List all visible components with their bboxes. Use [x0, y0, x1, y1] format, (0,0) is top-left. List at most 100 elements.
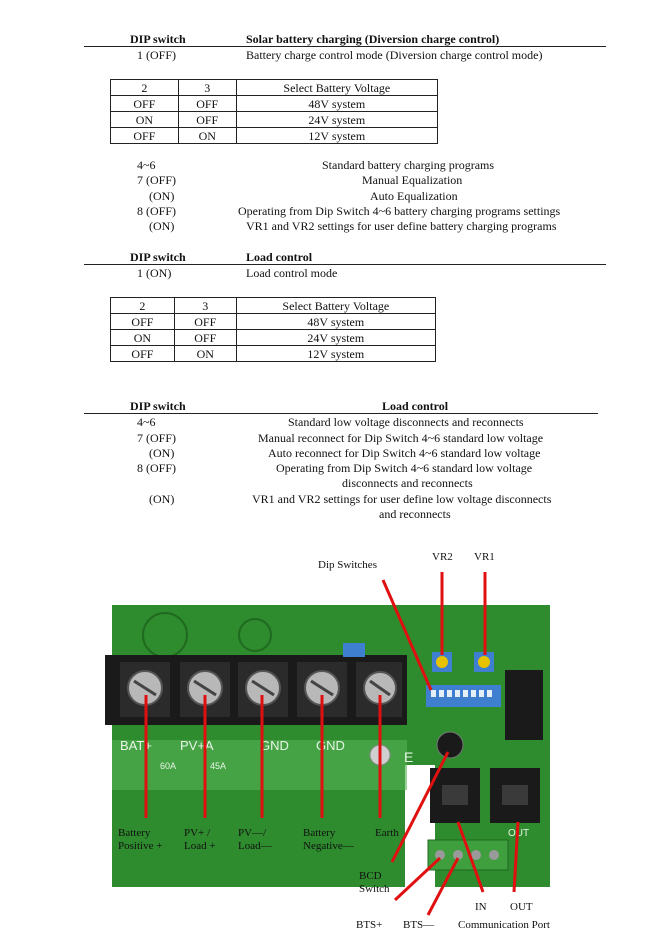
table-cell: 12V system [235, 127, 439, 144]
program-switch: 7 (OFF) [137, 173, 177, 187]
load-switch: (ON) [149, 492, 175, 506]
section3-divider [84, 413, 598, 414]
label-battery-positive-2: Positive + [118, 840, 162, 852]
table-cell: OFF [110, 345, 175, 362]
load-desc-continued: disconnects and reconnects [342, 476, 473, 490]
table-cell: ON [177, 127, 237, 144]
label-battery-negative-2: Negative— [303, 840, 355, 852]
label-in: IN [475, 901, 487, 913]
header-connector [505, 670, 543, 740]
load-switch: (ON) [149, 446, 175, 460]
silk-e: E [404, 749, 413, 765]
section3-col2-header: Load control [382, 399, 449, 413]
voltage-table-2: 2 3 Select Battery Voltage OFF OFF 48V s… [110, 297, 437, 362]
program-desc: Standard battery charging programs [322, 158, 495, 172]
table-header-cell: 2 [110, 79, 179, 96]
controller-board-diagram: BAT+ PV+A GND GND E 60A 45A OUT [105, 551, 550, 931]
section1-divider [84, 46, 606, 47]
silk-pv-a: PV+A [180, 738, 214, 753]
table-cell: OFF [110, 127, 179, 144]
label-communication-port: Communication Port [458, 919, 550, 931]
silk-gnd-2: GND [316, 738, 345, 753]
table-cell: ON [173, 345, 237, 362]
label-battery-positive-1: Battery [118, 827, 151, 839]
table-row: ON OFF 24V system [110, 329, 437, 346]
program-switch: 8 (OFF) [137, 204, 177, 218]
table-cell: OFF [177, 111, 237, 128]
table-cell: OFF [173, 329, 237, 346]
label-pv-load-minus-1: PV—/ [238, 827, 267, 839]
load-desc: Standard low voltage disconnects and rec… [288, 415, 524, 429]
label-battery-negative-1: Battery [303, 827, 336, 839]
section1-col2-header: Solar battery charging (Diversion charge… [246, 32, 500, 46]
load-switch: 7 (OFF) [137, 431, 177, 445]
load-switch: 8 (OFF) [137, 461, 177, 475]
blue-fuse [343, 643, 365, 657]
load-switch: 4~6 [137, 415, 156, 429]
program-desc: Manual Equalization [362, 173, 463, 187]
table-row: OFF OFF 48V system [110, 313, 437, 330]
table-cell: OFF [173, 313, 237, 330]
program-switch: (ON) [149, 189, 175, 203]
label-pv-load-plus-1: PV+ / [184, 827, 211, 839]
section1-col1-header: DIP switch [130, 32, 186, 46]
table-cell: OFF [177, 95, 237, 112]
label-vr2: VR2 [432, 551, 453, 563]
table-header-row: 2 3 Select Battery Voltage [110, 297, 437, 314]
section1-switch: 1 (OFF) [137, 48, 177, 62]
program-desc: Operating from Dip Switch 4~6 battery ch… [238, 204, 561, 218]
silk-bat-plus: BAT+ [120, 738, 152, 753]
program-switch: 4~6 [137, 158, 156, 172]
table-cell: 24V system [235, 329, 437, 346]
table-cell: 24V system [235, 111, 439, 128]
label-pv-load-minus-2: Load— [238, 840, 273, 852]
section2-divider [84, 264, 606, 265]
terminal-screw [297, 662, 347, 717]
label-bts-plus: BTS+ [356, 919, 382, 931]
section1-desc: Battery charge control mode (Diversion c… [246, 48, 543, 62]
terminal-screw [120, 662, 170, 717]
program-desc: Auto Equalization [370, 189, 458, 203]
table-cell: 48V system [235, 95, 439, 112]
bcd-switch [436, 731, 464, 759]
mount-hole [238, 618, 272, 652]
label-out: OUT [510, 901, 533, 913]
section2-col1-header: DIP switch [130, 250, 186, 264]
pointer-lines [144, 572, 520, 916]
table-header-cell: 2 [110, 297, 175, 314]
label-pv-load-plus-2: Load + [184, 840, 216, 852]
label-vr1: VR1 [474, 551, 495, 563]
table-row: OFF ON 12V system [110, 127, 439, 144]
silk-60a: 60A [160, 761, 176, 771]
section2-desc: Load control mode [246, 266, 338, 280]
table-row: OFF OFF 48V system [110, 95, 439, 112]
label-bcd-1: BCD [359, 870, 382, 882]
load-desc: Auto reconnect for Dip Switch 4~6 standa… [268, 446, 541, 460]
voltage-table-1: 2 3 Select Battery Voltage OFF OFF 48V s… [110, 79, 439, 144]
load-desc: Operating from Dip Switch 4~6 standard l… [276, 461, 533, 475]
section2-switch: 1 (ON) [137, 266, 172, 280]
load-desc-continued: and reconnects [379, 507, 451, 521]
table-cell: 48V system [235, 313, 437, 330]
table-cell: ON [110, 329, 175, 346]
pcb-highlight [112, 740, 407, 790]
section2-col2-header: Load control [246, 250, 313, 264]
program-desc: VR1 and VR2 settings for user define bat… [246, 219, 557, 233]
table-row: OFF ON 12V system [110, 345, 437, 362]
load-desc: Manual reconnect for Dip Switch 4~6 stan… [258, 431, 544, 445]
table-header-row: 2 3 Select Battery Voltage [110, 79, 439, 96]
silk-45a: 45A [210, 761, 226, 771]
table-row: ON OFF 24V system [110, 111, 439, 128]
table-cell: OFF [110, 313, 175, 330]
label-bts-minus: BTS— [403, 919, 435, 931]
annotation-labels: Dip Switches VR2 VR1 Battery Positive + … [118, 551, 550, 931]
table-header-cell: 3 [173, 297, 237, 314]
dip-switch-levers [431, 690, 492, 697]
label-earth: Earth [375, 827, 399, 839]
section3-col1-header: DIP switch [130, 399, 186, 413]
table-cell: 12V system [235, 345, 437, 362]
table-header-cell: 3 [177, 79, 237, 96]
program-switch: (ON) [149, 219, 175, 233]
table-cell: OFF [110, 95, 179, 112]
label-bcd-2: Switch [359, 883, 390, 895]
